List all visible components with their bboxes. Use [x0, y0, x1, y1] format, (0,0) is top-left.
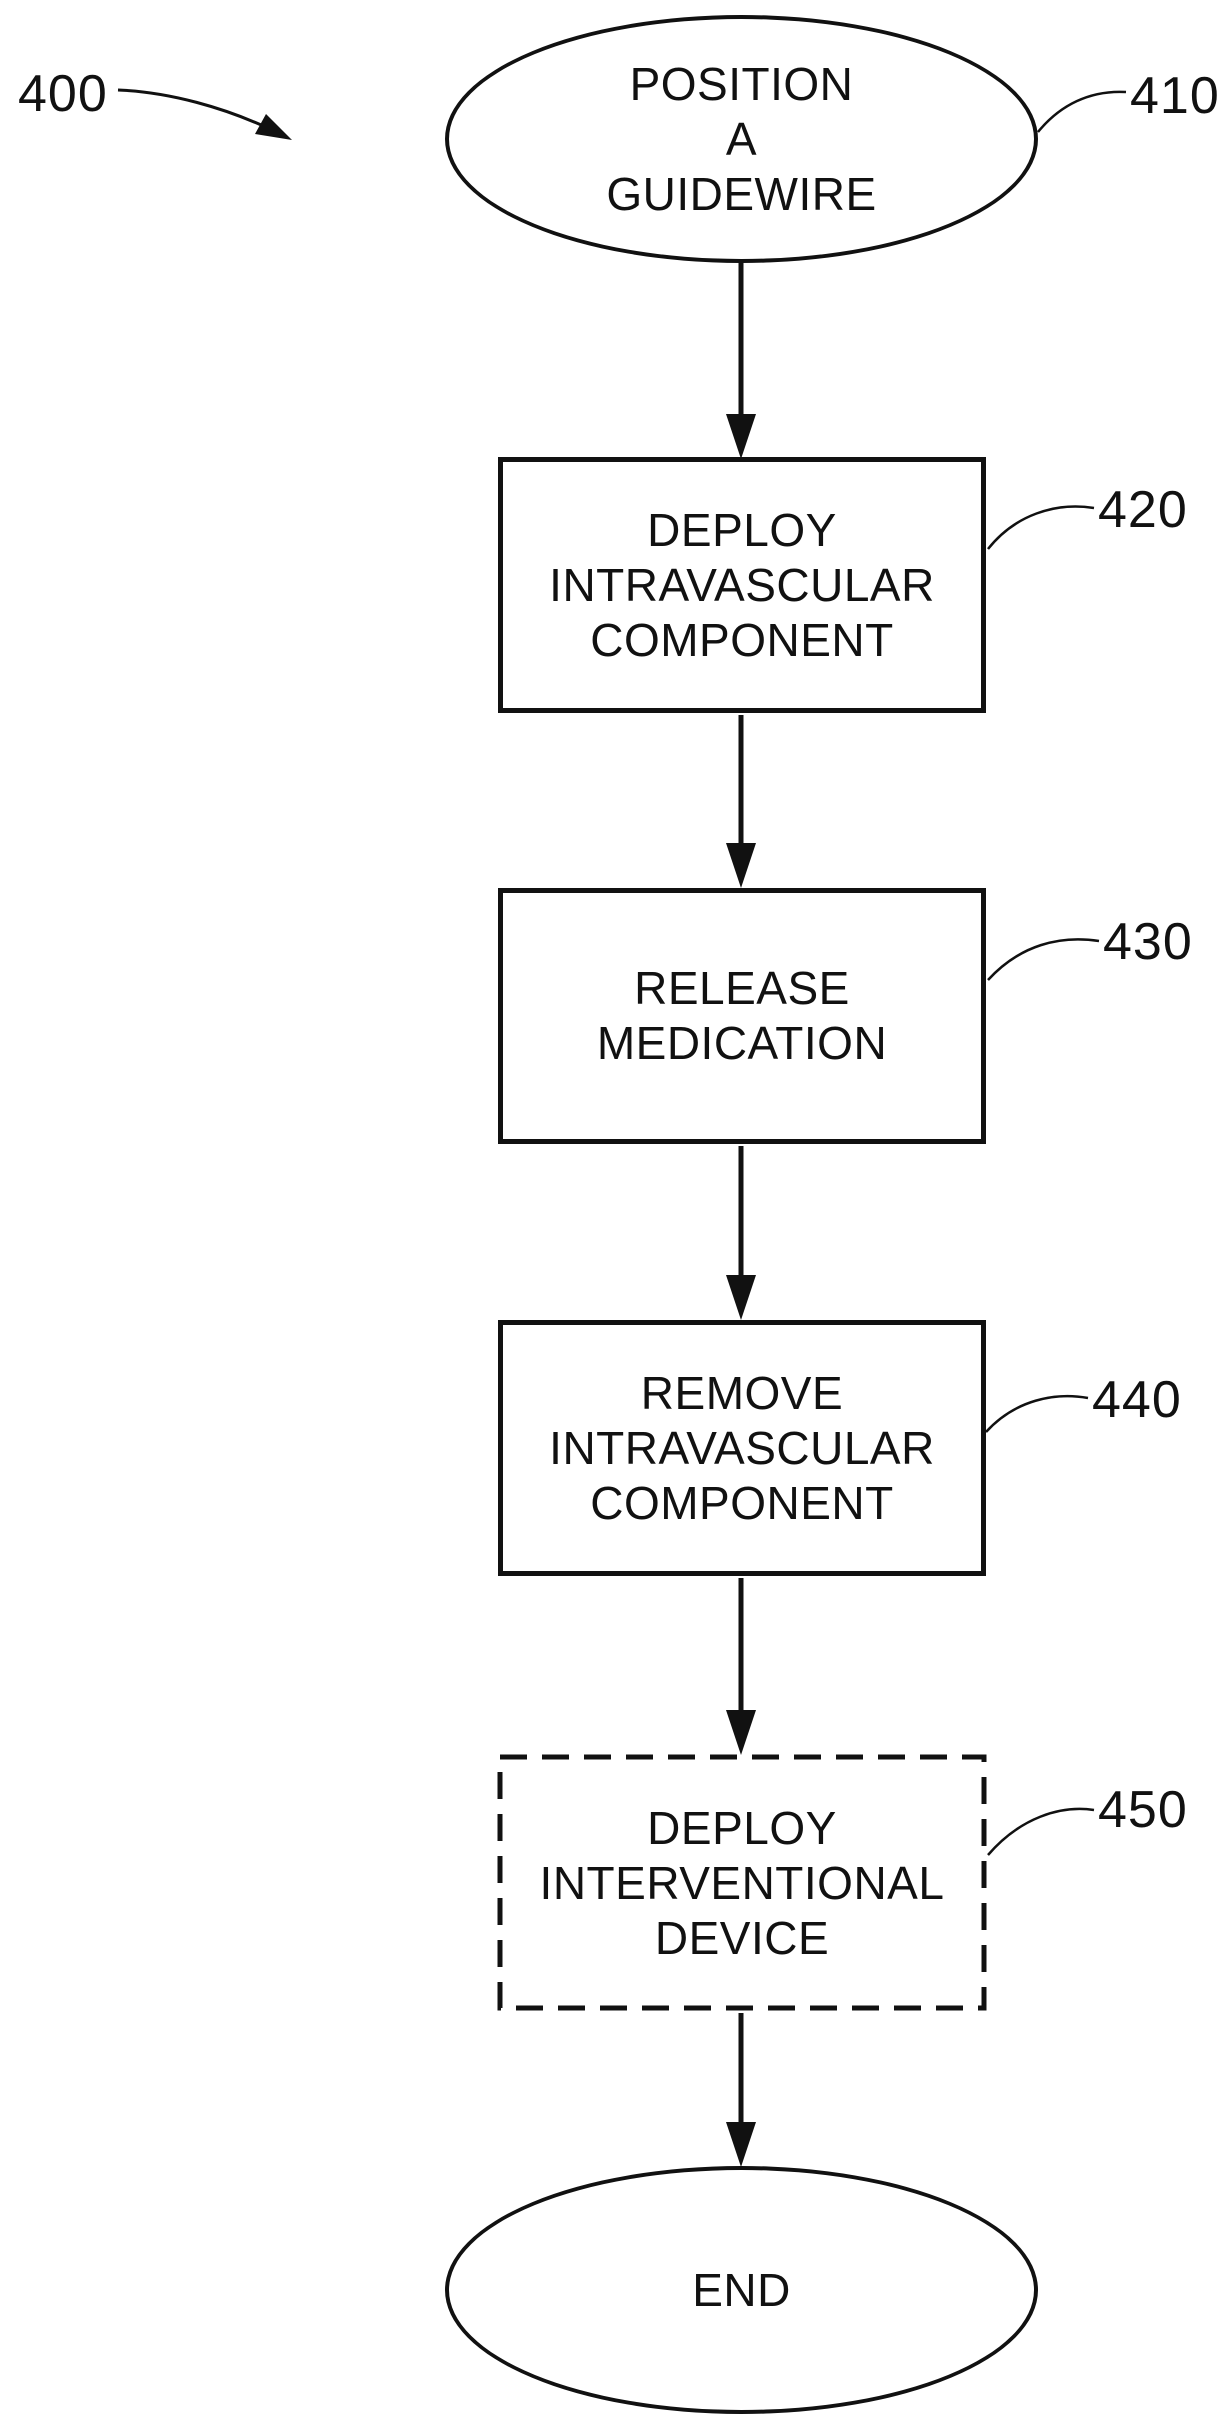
leader-line-410	[1037, 90, 1127, 133]
flow-arrow-1-head-icon	[726, 414, 756, 459]
ref-label-420: 420	[1098, 481, 1188, 539]
node-remove-intravascular-component: REMOVE INTRAVASCULAR COMPONENT	[498, 1320, 986, 1576]
leader-line-440	[985, 1394, 1089, 1433]
leader-line-420	[987, 505, 1095, 550]
dashed-box-outline	[497, 1754, 987, 2011]
node-deploy-interventional-device: DEPLOY INTERVENTIONAL DEVICE	[539, 1801, 945, 1964]
figure-label-arrow	[117, 88, 271, 131]
ref-label-440: 440	[1092, 1371, 1182, 1429]
flow-arrow-3-head-icon	[726, 1275, 756, 1320]
ref-label-450: 450	[1098, 1781, 1188, 1839]
flow-arrow-2-head-icon	[726, 843, 756, 888]
flow-arrow-4-head-icon	[726, 1710, 756, 1755]
node-position-a-guidewire: POSITION A GUIDEWIRE	[445, 15, 1038, 263]
figure-ref-label-400: 400	[18, 65, 108, 123]
flow-arrow-5-head-icon	[726, 2122, 756, 2167]
leader-line-450	[987, 1807, 1095, 1856]
leader-line-430	[987, 938, 1100, 981]
ref-label-410: 410	[1130, 67, 1220, 125]
node-deploy-intravascular-component: DEPLOY INTRAVASCULAR COMPONENT	[498, 457, 986, 713]
ref-label-430: 430	[1103, 913, 1193, 971]
node-end: END	[445, 2166, 1038, 2414]
figure-label-arrowhead-icon	[255, 114, 292, 140]
node-release-medication: RELEASE MEDICATION	[498, 888, 986, 1144]
